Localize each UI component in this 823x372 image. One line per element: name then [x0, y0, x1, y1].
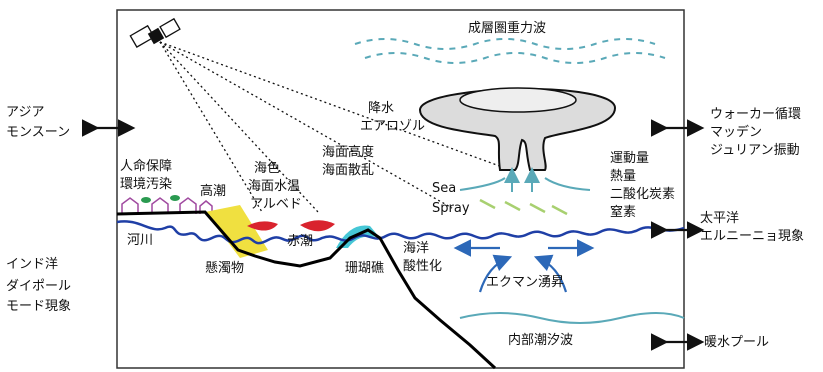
label-ekman-upwelling: エクマン湧昇 [486, 274, 564, 290]
suspended-matter-area [205, 205, 268, 258]
label-sea-surface-temperature: 海面水温 [248, 179, 300, 194]
label-asian-monsoon-2: モンスーン [6, 125, 70, 140]
seabed-line [116, 210, 497, 370]
label-momentum: 運動量 [610, 151, 649, 166]
label-walker-2: マッデン [710, 124, 762, 140]
label-indian-2: ダイポール [6, 279, 71, 294]
internal-tide-wave [459, 312, 685, 324]
label-internal-tide: 内部潮汐波 [508, 332, 573, 348]
label-asian-monsoon-1: アジア [6, 105, 44, 120]
label-environmental-pollution: 環境汚染 [120, 177, 172, 192]
sea-spray-arrows [459, 167, 591, 192]
label-rain: 降水 [368, 101, 394, 116]
label-sea-spray-1: Sea [432, 181, 456, 196]
trees-icon [141, 195, 180, 203]
spray-marks [479, 198, 568, 216]
red-tide-patches [247, 220, 335, 232]
label-albedo: アルベド [250, 197, 302, 212]
label-coral-reef: 珊瑚礁 [345, 260, 384, 276]
houses-icon [121, 197, 213, 214]
label-ocean-color: 海色 [254, 160, 280, 176]
label-walker-3: ジュリアン振動 [710, 143, 800, 158]
label-warm-pool: 暖水プール [704, 335, 769, 350]
label-storm-surge: 高潮 [200, 183, 226, 199]
label-sea-spray-2: Spray [432, 201, 470, 216]
label-stratosphere-gravity-wave: 成層圏重力波 [468, 20, 546, 36]
label-pacific-2: エルニーニョ現象 [700, 229, 804, 244]
label-river: 河川 [127, 233, 153, 248]
label-heat: 熱量 [610, 169, 636, 184]
observation-lines [159, 41, 506, 213]
label-sea-surface-scattering: 海面散乱 [322, 163, 374, 178]
label-pacific-1: 太平洋 [700, 211, 739, 226]
sea-surface-line [116, 220, 685, 245]
label-co2: 二酸化炭素 [610, 187, 675, 202]
label-ocean-acidification-1: 海洋 [403, 241, 429, 256]
label-aerosol: エアロゾル [360, 119, 425, 134]
label-nitrogen: 窒素 [610, 204, 636, 220]
label-ocean-acidification-2: 酸性化 [403, 259, 442, 274]
label-sea-surface-height: 海面高度 [322, 144, 374, 160]
satellite-icon [129, 17, 181, 48]
outside-arrows [81, 119, 705, 351]
label-indian-3: モード現象 [6, 299, 71, 314]
label-walker-1: ウォーカー循環 [710, 107, 801, 122]
label-indian-1: インド洋 [6, 257, 58, 272]
ekman-upwelling-arrows [453, 239, 595, 293]
label-suspended-matter: 懸濁物 [205, 260, 244, 276]
label-red-tide: 赤潮 [287, 234, 313, 249]
label-human-life: 人命保障 [120, 158, 172, 174]
